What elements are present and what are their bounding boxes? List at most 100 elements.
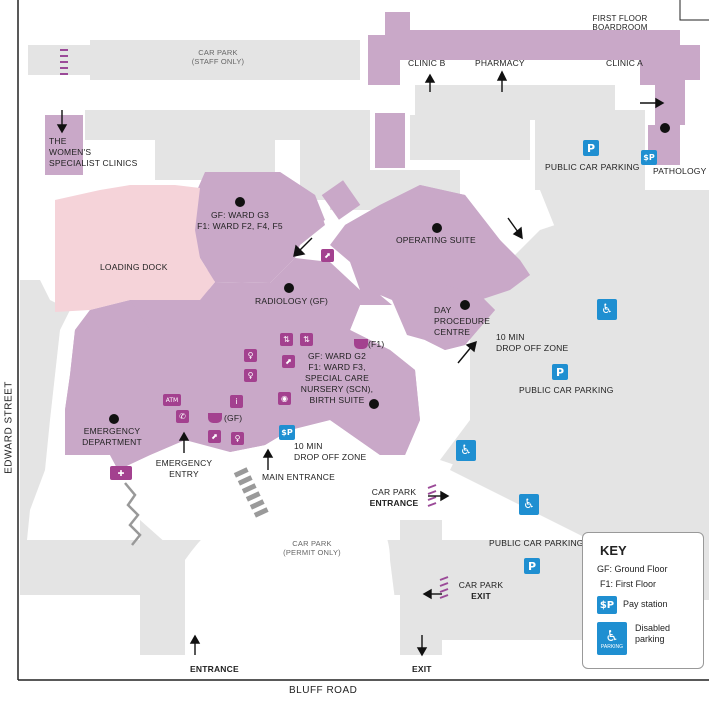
main-entrance-label: MAIN ENTRANCE <box>262 472 335 482</box>
ward-g3-block <box>190 172 325 283</box>
emergency-dept-label: EMERGENCY DEPARTMENT <box>72 426 152 448</box>
stairs-icon-2: ⬈ <box>282 355 295 368</box>
operating-suite-dot <box>432 223 442 233</box>
ward-g2-dot <box>369 399 379 409</box>
parking-icon-3: P <box>524 558 540 574</box>
pharmacy-label: PHARMACY <box>475 58 525 68</box>
car-park-entrance-line1: CAR PARK <box>371 487 417 497</box>
key-disabled-parking-icon: ♿ PARKING <box>597 622 627 655</box>
key-pay-station-icon: $P <box>597 596 617 614</box>
hatch-markers <box>60 49 449 599</box>
emergency-dept-line1: EMERGENCY <box>83 426 141 436</box>
key-first-floor: F1: First Floor <box>600 579 657 589</box>
exit-label: EXIT <box>412 664 432 674</box>
radiology-block <box>130 258 392 330</box>
day-procedure-line3: CENTRE <box>434 327 471 337</box>
operating-suite-label: OPERATING SUITE <box>396 235 476 245</box>
edward-street-label: EDWARD STREET <box>3 381 15 474</box>
drop-off-east-line2: DROP OFF ZONE <box>496 343 569 353</box>
day-procedure-label: DAY PROCEDURE CENTRE <box>434 305 490 338</box>
operating-suite-block <box>345 185 530 300</box>
staff-car-park <box>90 40 360 80</box>
loading-dock-label: LOADING DOCK <box>100 262 168 272</box>
car-park-permit-line2: (PERMIT ONLY) <box>283 548 341 557</box>
car-park-exit-line2: EXIT <box>471 591 491 601</box>
pathology-label: PATHOLOGY <box>653 166 707 176</box>
buildings <box>45 12 700 470</box>
key-disabled-line1: Disabled <box>635 623 671 633</box>
cafe-icon-f1 <box>354 339 368 349</box>
location-dots <box>109 123 670 424</box>
clinic-b-label: CLINIC B <box>408 58 446 68</box>
lift-icon: ⇅ <box>280 333 293 346</box>
pathology-dot <box>660 123 670 133</box>
public-parking-label-2: PUBLIC CAR PARKING <box>519 385 614 395</box>
pay-station-icon-1: $P <box>641 150 657 165</box>
clinic-a-label: CLINIC A <box>606 58 644 68</box>
pedestrian-crossing <box>233 467 269 518</box>
ward-g2-line1: GF: WARD G2 <box>307 351 367 361</box>
ambulance-route <box>124 482 142 546</box>
car-park-exit-line1: CAR PARK <box>458 580 504 590</box>
info-icon: i <box>230 395 243 408</box>
loading-dock <box>55 185 215 312</box>
womens-clinics-label: THE WOMEN'S SPECIALIST CLINICS <box>49 136 137 169</box>
emergency-entry-label: EMERGENCY ENTRY <box>152 458 216 480</box>
entrance-label: ENTRANCE <box>190 664 239 674</box>
grey-block-f <box>410 115 530 160</box>
womens-line2: WOMEN'S <box>49 147 92 157</box>
ward-g3-label: GF: WARD G3 F1: WARD F2, F4, F5 <box>190 210 290 232</box>
toilets-icon-2: ♀ <box>244 369 257 382</box>
car-park-staff-line1: CAR PARK <box>198 48 238 57</box>
emergency-dot <box>109 414 119 424</box>
stairs-icon-3: ⬈ <box>208 430 221 443</box>
staff-car-park-left <box>28 45 90 75</box>
public-parking-label-3: PUBLIC CAR PARKING <box>489 538 584 548</box>
drop-off-main-label: 10 MIN DROP OFF ZONE <box>294 441 366 463</box>
north-east-boundary <box>679 0 709 21</box>
key-pay-station-label: Pay station <box>623 599 668 609</box>
ambulance-icon: ✚ <box>110 466 132 480</box>
cafe-icon-gf <box>208 413 222 423</box>
permit-car-park-base <box>185 595 395 655</box>
parking-icon-2: P <box>552 364 568 380</box>
ward-g3-dot <box>235 197 245 207</box>
small-block <box>375 113 405 168</box>
parking-icon-1: P <box>583 140 599 156</box>
disabled-parking-icon-3: ♿ <box>519 494 539 515</box>
lift-icon-2: ⇅ <box>300 333 313 346</box>
key-title: KEY <box>600 543 627 558</box>
emergency-block <box>65 300 230 470</box>
disabled-parking-icon-2: ♿ <box>456 440 476 461</box>
ward-g3-line1: GF: WARD G3 <box>210 210 270 220</box>
car-park-entrance-line2: ENTRANCE <box>369 498 419 508</box>
car-park-entrance-label: CAR PARK ENTRANCE <box>364 487 424 509</box>
connector-block <box>321 180 361 220</box>
disabled-parking-icon-1: ♿ <box>597 299 617 320</box>
stairs-icon: ⬈ <box>321 249 334 262</box>
parking-meter-icon: ◉ <box>278 392 291 405</box>
boardroom-line2: BOARDROOM <box>592 23 648 32</box>
grey-block-b <box>85 110 370 140</box>
drop-off-east-label: 10 MIN DROP OFF ZONE <box>496 332 568 354</box>
drop-off-east-line1: 10 MIN <box>496 332 525 342</box>
womens-line3: SPECIALIST CLINICS <box>49 158 138 168</box>
cafe-f1-label: (F1) <box>368 339 385 349</box>
boardroom-line1: FIRST FLOOR <box>592 14 648 23</box>
womens-line1: THE <box>49 136 67 146</box>
direction-arrows <box>56 70 665 657</box>
drop-off-main-line2: DROP OFF ZONE <box>294 452 367 462</box>
key-ground-floor: GF: Ground Floor <box>597 564 668 574</box>
key-disabled-label: Disabled parking <box>635 623 670 645</box>
exit-road <box>400 520 442 655</box>
day-procedure-line1: DAY <box>434 305 452 315</box>
car-park-permit-line1: CAR PARK <box>292 539 332 548</box>
bluff-road-label: BLUFF ROAD <box>289 685 358 696</box>
key-parking-caption: PARKING <box>600 643 624 650</box>
grey-block-e <box>415 85 615 120</box>
phone-icon: ✆ <box>176 410 189 423</box>
ward-g3-line2: F1: WARD F2, F4, F5 <box>197 221 283 231</box>
ward-g2-line2: F1: WARD F3, <box>308 362 366 372</box>
emergency-entry-line2: ENTRY <box>169 469 199 479</box>
